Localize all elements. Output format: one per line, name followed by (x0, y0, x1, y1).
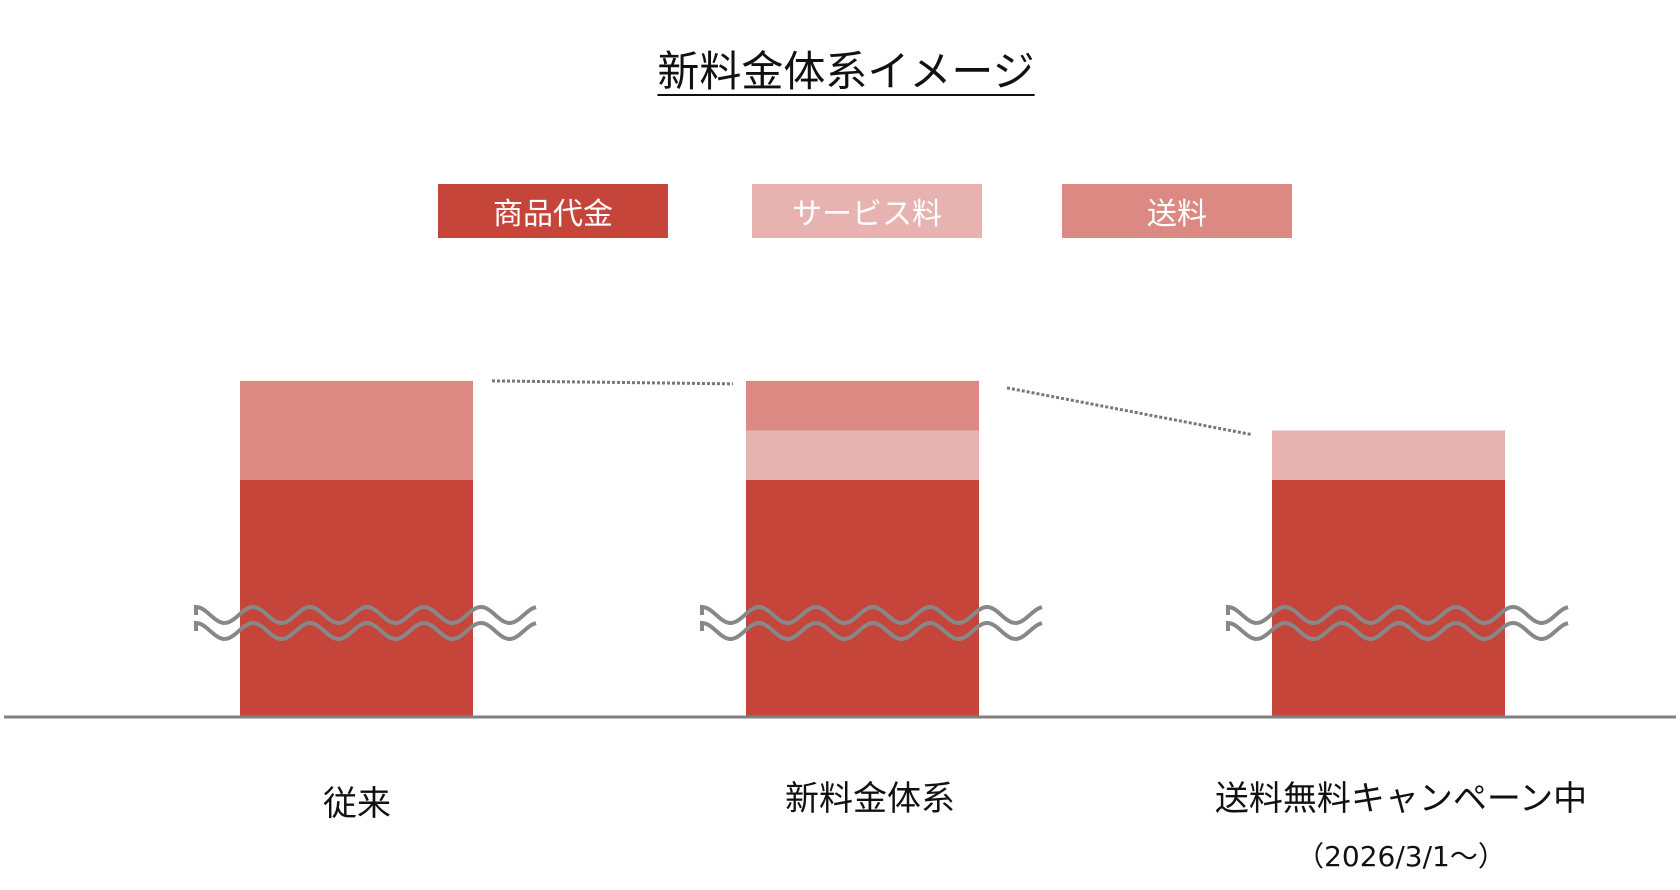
bar-segment-product (240, 480, 473, 716)
bar-segment-product (1272, 480, 1505, 716)
axis-break-wave-icon (1226, 604, 1569, 626)
axis-break-wave-icon (700, 604, 1043, 626)
bar-segment-service (1272, 430, 1505, 480)
axis-break-wave-icon (194, 620, 537, 642)
legend-item-shipping: 送料 (1062, 184, 1292, 238)
connector-dotted-line (491, 379, 734, 386)
legend-item-product-price: 商品代金 (438, 184, 668, 238)
campaign-date-note: （2026/3/1～） (1296, 840, 1506, 873)
bar-segment-service (746, 430, 979, 480)
connector-dotted-line (1006, 386, 1252, 436)
x-label-new-pricing: 新料金体系 (785, 779, 955, 819)
bar-segment-product (746, 480, 979, 716)
x-label-free-shipping-campaign: 送料無料キャンペーン中 (1214, 779, 1588, 819)
bar-segment-shipping (240, 380, 473, 480)
axis-break-wave-icon (700, 620, 1043, 642)
chart-title: 新料金体系イメージ (657, 47, 1035, 96)
x-label-conventional: 従来 (323, 784, 391, 824)
legend-item-service-fee: サービス料 (752, 184, 982, 238)
axis-break-wave-icon (194, 604, 537, 626)
bar-segment-shipping (746, 380, 979, 431)
axis-break-wave-icon (1226, 620, 1569, 642)
